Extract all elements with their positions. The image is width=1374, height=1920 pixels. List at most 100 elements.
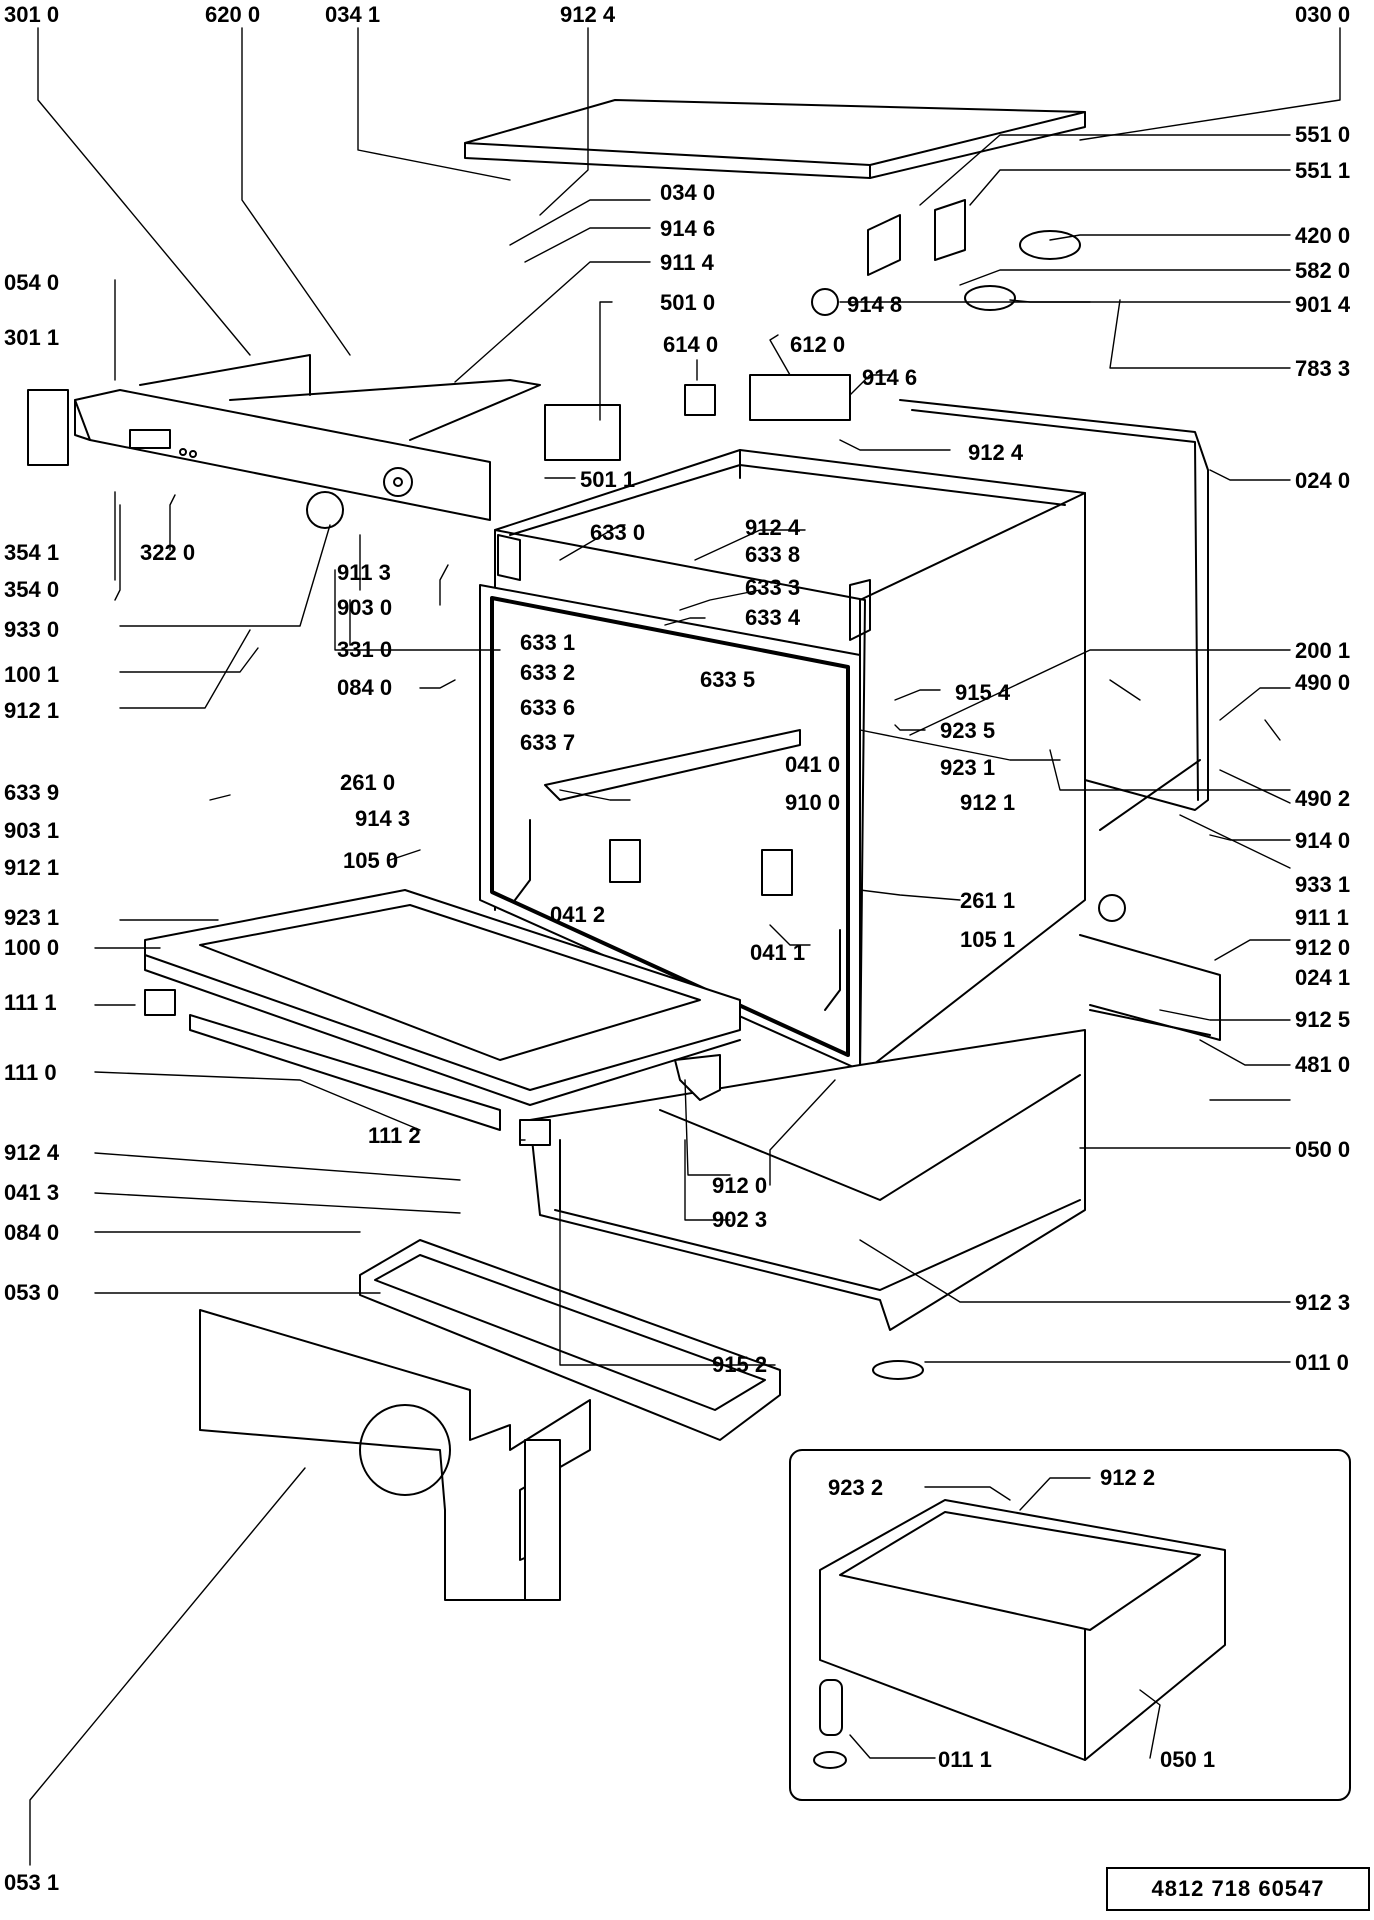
label-633-7: 633 7 xyxy=(520,730,575,755)
label-933-0: 933 0 xyxy=(4,617,59,642)
label-914-6-b: 914 6 xyxy=(862,365,917,390)
label-783-3: 783 3 xyxy=(1295,356,1350,381)
label-915-4: 915 4 xyxy=(955,680,1011,705)
label-914-3: 914 3 xyxy=(355,806,410,831)
label-331-0: 331 0 xyxy=(337,637,392,662)
label-910-0: 910 0 xyxy=(785,790,840,815)
label-912-0-b: 912 0 xyxy=(712,1173,767,1198)
label-041-2: 041 2 xyxy=(550,902,605,927)
part-number-labels: 301 0 620 0 034 1 912 4 030 0 551 0 551 … xyxy=(4,2,1351,1895)
door-seal xyxy=(899,399,1209,811)
label-105-0: 105 0 xyxy=(343,848,398,873)
inset-box xyxy=(789,1449,1351,1801)
label-490-2: 490 2 xyxy=(1295,786,1350,811)
label-200-1: 200 1 xyxy=(1295,638,1350,663)
label-914-6: 914 6 xyxy=(660,216,715,241)
label-633-8: 633 8 xyxy=(745,542,800,567)
label-261-1: 261 1 xyxy=(960,888,1015,913)
label-923-2: 923 2 xyxy=(828,1475,883,1500)
label-633-2: 633 2 xyxy=(520,660,575,685)
label-912-5: 912 5 xyxy=(1295,1007,1350,1032)
label-633-6: 633 6 xyxy=(520,695,575,720)
label-912-4-c: 912 4 xyxy=(745,515,801,540)
label-011-0: 011 0 xyxy=(1295,1350,1349,1375)
label-911-1: 911 1 xyxy=(1295,905,1349,930)
label-111-1: 111 1 xyxy=(4,990,57,1015)
label-041-3: 041 3 xyxy=(4,1180,59,1205)
label-933-1: 933 1 xyxy=(1295,872,1350,897)
label-911-3: 911 3 xyxy=(337,560,391,585)
cabinet-body xyxy=(479,449,1086,1076)
label-912-1-c: 912 1 xyxy=(4,855,59,880)
document-number: 4812 718 60547 xyxy=(1151,1876,1325,1901)
label-111-2: 111 2 xyxy=(368,1123,421,1148)
label-633-0: 633 0 xyxy=(590,520,645,545)
label-053-1: 053 1 xyxy=(4,1870,59,1895)
misc-components xyxy=(27,199,1221,1380)
label-501-0: 501 0 xyxy=(660,290,715,315)
label-024-0: 024 0 xyxy=(1295,468,1350,493)
label-050-0: 050 0 xyxy=(1295,1137,1350,1162)
label-084-0: 084 0 xyxy=(337,675,392,700)
label-111-0: 111 0 xyxy=(4,1060,57,1085)
label-034-1: 034 1 xyxy=(325,2,380,27)
label-582-0: 582 0 xyxy=(1295,258,1350,283)
label-911-4: 911 4 xyxy=(660,250,715,275)
label-354-1: 354 1 xyxy=(4,540,59,565)
label-923-1: 923 1 xyxy=(940,755,995,780)
label-011-1: 011 1 xyxy=(938,1747,992,1772)
label-322-0: 322 0 xyxy=(140,540,195,565)
label-100-1: 100 1 xyxy=(4,662,59,687)
label-912-1-b: 912 1 xyxy=(960,790,1015,815)
label-902-3: 902 3 xyxy=(712,1207,767,1232)
label-633-5: 633 5 xyxy=(700,667,755,692)
label-903-1: 903 1 xyxy=(4,818,59,843)
label-030-0: 030 0 xyxy=(1295,2,1350,27)
label-912-0: 912 0 xyxy=(1295,935,1350,960)
label-041-1: 041 1 xyxy=(750,940,805,965)
label-912-4-d: 912 4 xyxy=(4,1140,60,1165)
label-551-0: 551 0 xyxy=(1295,122,1350,147)
leader-lines xyxy=(29,27,1341,1866)
label-614-0: 614 0 xyxy=(663,332,718,357)
label-915-2: 915 2 xyxy=(712,1352,767,1377)
label-050-1: 050 1 xyxy=(1160,1747,1215,1772)
label-034-0: 034 0 xyxy=(660,180,715,205)
kick-plate xyxy=(359,1239,781,1441)
document-number-box: 4812 718 60547 xyxy=(1106,1867,1370,1911)
lower-frame xyxy=(529,1029,1086,1331)
label-301-1: 301 1 xyxy=(4,325,59,350)
control-panel xyxy=(74,354,541,521)
label-633-4: 633 4 xyxy=(745,605,801,630)
label-912-1: 912 1 xyxy=(4,698,59,723)
label-490-0: 490 0 xyxy=(1295,670,1350,695)
label-301-0: 301 0 xyxy=(4,2,59,27)
label-501-1: 501 1 xyxy=(580,467,635,492)
label-923-5: 923 5 xyxy=(940,718,995,743)
label-354-0: 354 0 xyxy=(4,577,59,602)
label-041-0: 041 0 xyxy=(785,752,840,777)
label-612-0: 612 0 xyxy=(790,332,845,357)
label-912-3: 912 3 xyxy=(1295,1290,1350,1315)
label-633-9: 633 9 xyxy=(4,780,59,805)
label-053-0: 053 0 xyxy=(4,1280,59,1305)
label-901-4: 901 4 xyxy=(1295,292,1351,317)
label-620-0: 620 0 xyxy=(205,2,260,27)
label-481-0: 481 0 xyxy=(1295,1052,1350,1077)
label-084-0-b: 084 0 xyxy=(4,1220,59,1245)
label-551-1: 551 1 xyxy=(1295,158,1350,183)
label-420-0: 420 0 xyxy=(1295,223,1350,248)
worktop-lid xyxy=(464,99,1086,179)
label-912-4: 912 4 xyxy=(560,2,616,27)
label-912-2: 912 2 xyxy=(1100,1465,1155,1490)
label-633-1: 633 1 xyxy=(520,630,575,655)
label-914-0: 914 0 xyxy=(1295,828,1350,853)
label-923-1-b: 923 1 xyxy=(4,905,59,930)
base-frame xyxy=(144,889,741,1106)
label-261-0: 261 0 xyxy=(340,770,395,795)
label-100-0: 100 0 xyxy=(4,935,59,960)
label-633-3: 633 3 xyxy=(745,575,800,600)
label-912-4-b: 912 4 xyxy=(968,440,1024,465)
